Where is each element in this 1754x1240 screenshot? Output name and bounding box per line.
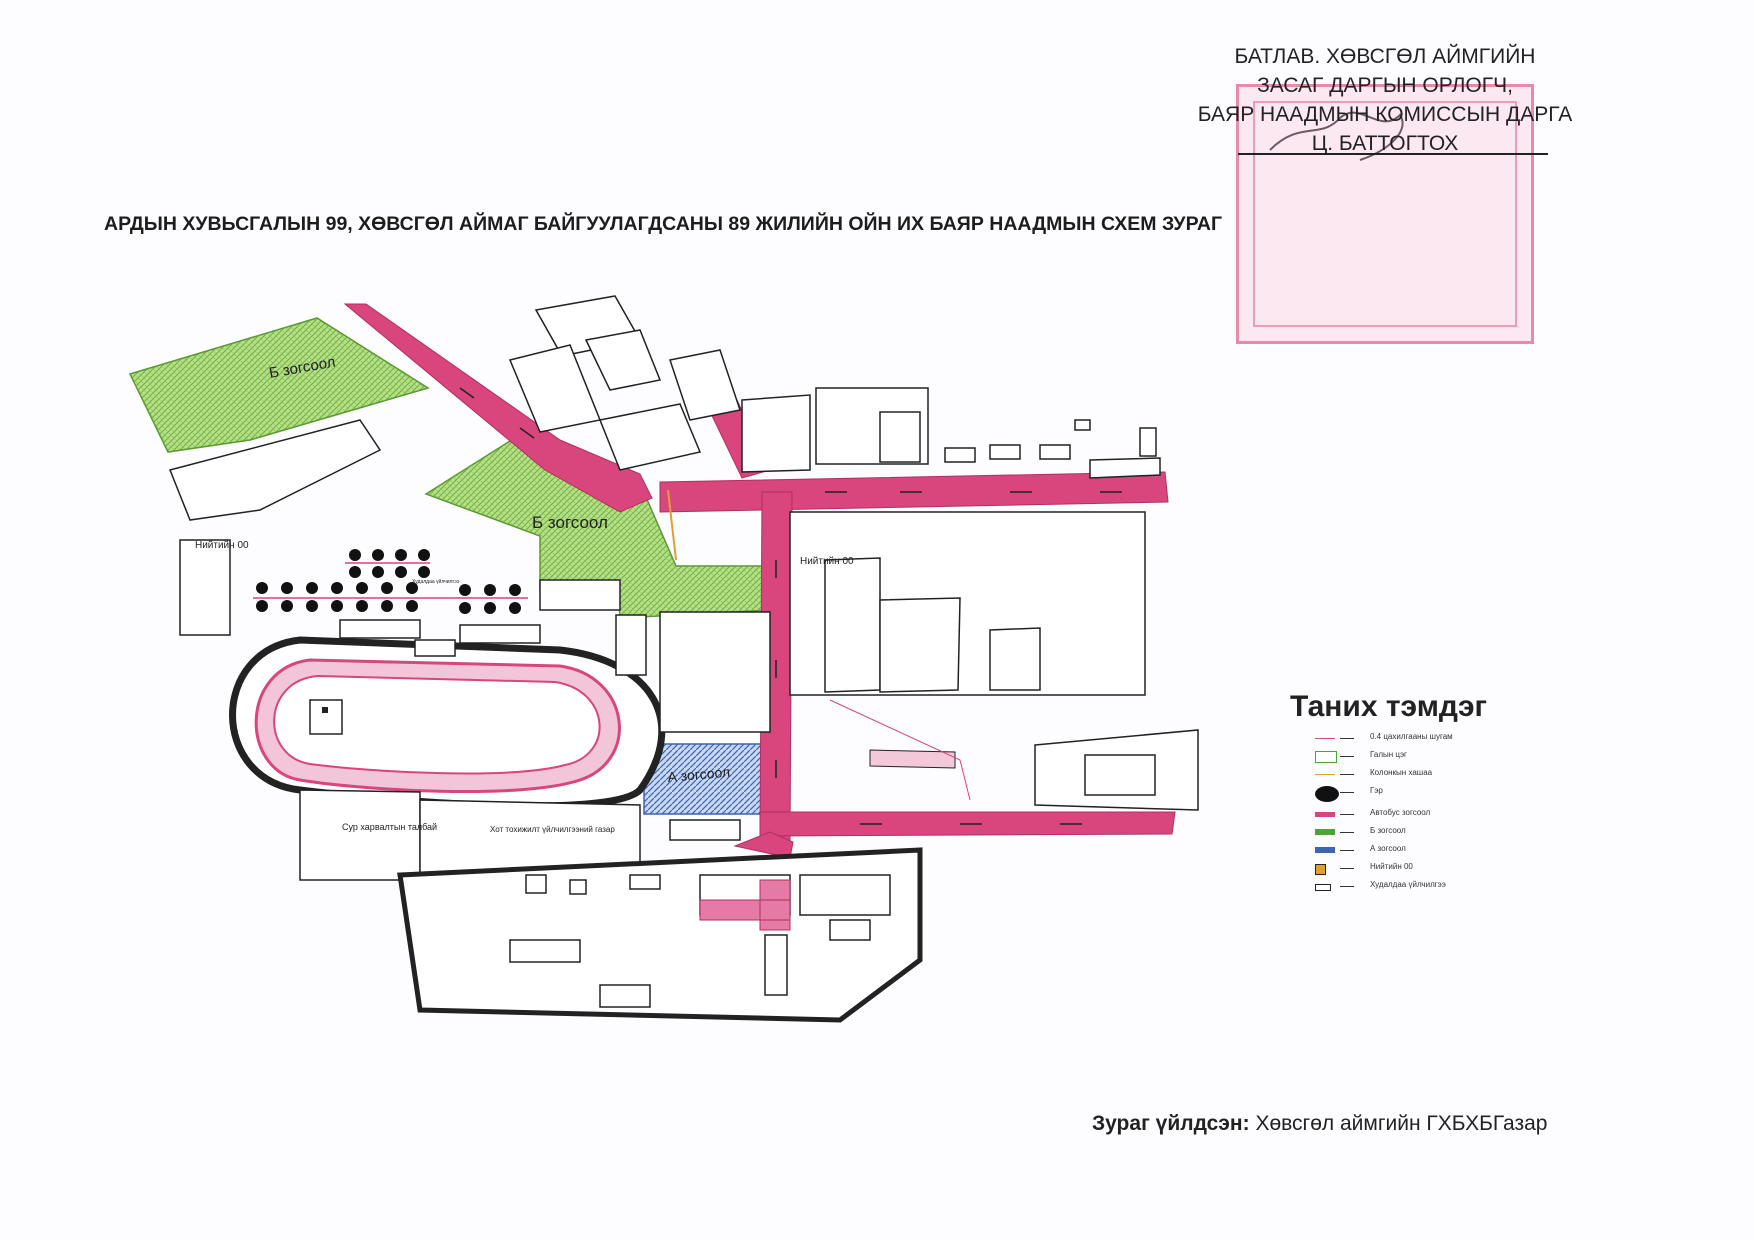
approval-block: БАТЛАВ. ХӨВСГӨЛ АЙМГИЙН ЗАСАГ ДАРГЫН ОРЛ… — [1150, 42, 1620, 158]
map-title: АРДЫН ХУВЬСГАЛЫН 99, ХӨВСГӨЛ АЙМАГ БАЙГУ… — [104, 213, 1222, 235]
food-stall-icon — [1315, 884, 1331, 891]
legend-item-food-stall: Худалдаа үйлчилгээ — [1290, 878, 1590, 896]
credit-value: Хөвсгөл аймгийн ГХБХБГазар — [1255, 1112, 1548, 1135]
map-credit: Зураг үйлдсэн: Хөвсгөл аймгийн ГХБХБГаза… — [1092, 1112, 1547, 1136]
legend-item-bus-stop: Автобус зогсоол — [1290, 806, 1590, 824]
fence-line-icon — [1315, 774, 1335, 775]
legend-item-toilet: Нийтийн 00 — [1290, 860, 1590, 878]
legend-item-power-line: 0.4 цахилгааны шугам — [1290, 730, 1590, 748]
parking-b-north — [128, 317, 430, 453]
approval-line-2: ЗАСАГ ДАРГЫН ОРЛОГЧ, — [1257, 74, 1513, 97]
legend-item-parking-b: Б зогсоол — [1290, 824, 1590, 842]
parking-b-icon — [1315, 829, 1335, 835]
green-rect-icon — [1315, 751, 1337, 763]
ger-icon — [1315, 786, 1339, 802]
credit-label: Зураг үйлдсэн: — [1092, 1112, 1250, 1135]
stadium-tribune — [309, 699, 343, 735]
approval-line-4: Ц. БАТТОГТОХ — [1311, 132, 1459, 155]
label-public-toilet-west: Нийтийн 00 — [195, 540, 249, 551]
legend-item-ger: Гэр — [1290, 784, 1590, 806]
legend-item-fire-station: Галын цэг — [1290, 748, 1590, 766]
legend-title: Таних тэмдэг — [1290, 690, 1488, 723]
official-seal — [1236, 84, 1534, 344]
label-public-toilet-east: Нийтийн 00 — [800, 556, 854, 567]
bus-stop-icon — [1315, 812, 1335, 817]
parking-a-icon — [1315, 847, 1335, 853]
power-line-icon — [1315, 738, 1335, 739]
label-mongol-ger: Худалдаа үйлчилгээ — [412, 578, 460, 585]
legend-item-parking-a: А зогсоол — [1290, 842, 1590, 860]
label-parking-b-center: Б зогсоол — [532, 513, 608, 532]
orange-fence — [667, 489, 677, 561]
approval-line-1: БАТЛАВ. ХӨВСГӨЛ АЙМГИЙН — [1234, 45, 1536, 68]
ger-rows — [256, 549, 521, 614]
toilet-icon — [1315, 864, 1326, 875]
stadium-field — [273, 674, 601, 775]
road-connector — [733, 831, 794, 859]
approval-line-3: БАЯР НААДМЫН КОМИССЫН ДАРГА — [1197, 103, 1573, 126]
central-monument — [699, 879, 791, 931]
label-local-admin: Хот тохижилт үйлчилгээний газар — [490, 825, 615, 834]
map-legend: Таних тэмдэг 0.4 цахилгааны шугам Галын … — [1290, 690, 1590, 896]
legend-item-fence: Колонкын хашаа — [1290, 766, 1590, 784]
road-diagonal — [343, 303, 653, 513]
label-sports-field: Сур харвалтын талбай — [342, 822, 437, 832]
signature-line — [1238, 153, 1548, 155]
signature-scribble — [1269, 111, 1404, 161]
label-parking-a: А зогсоол — [667, 764, 731, 785]
